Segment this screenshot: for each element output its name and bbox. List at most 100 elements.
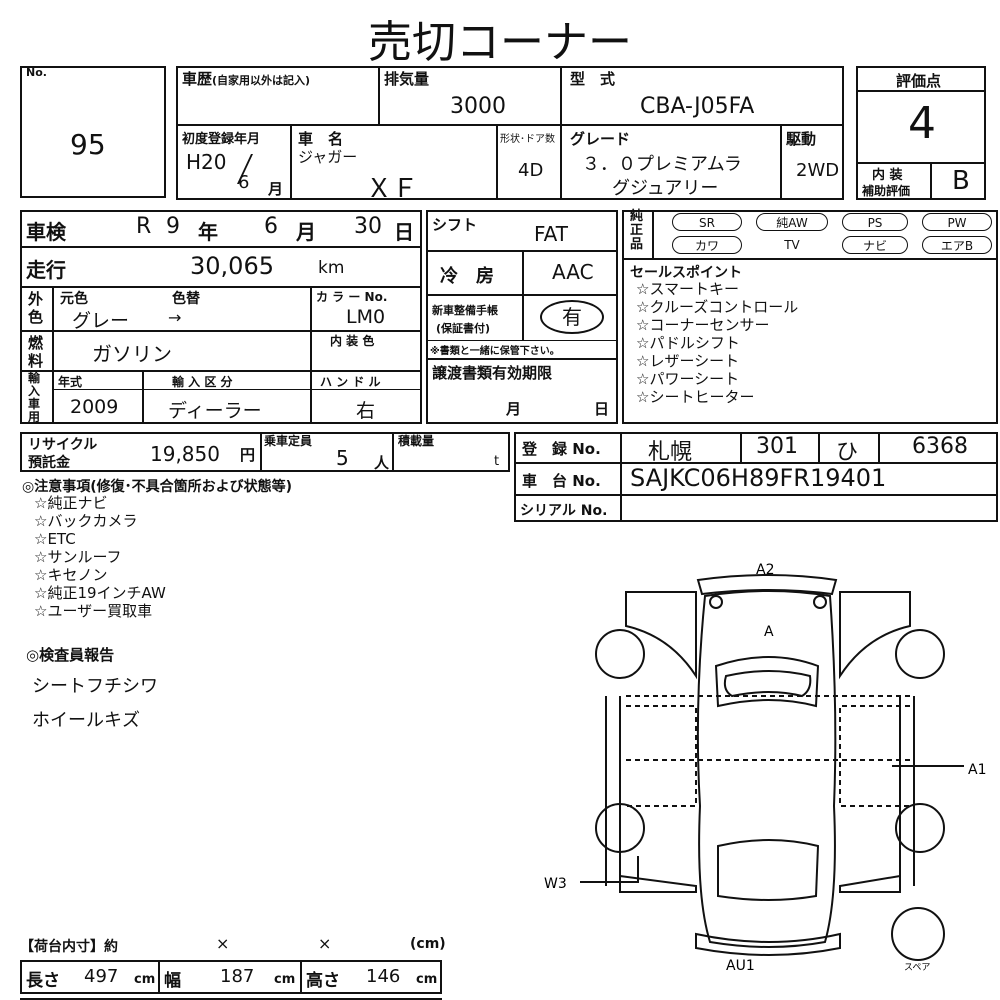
list-item: ☆パドルシフト (636, 334, 740, 352)
registration-city: 札幌 (648, 440, 693, 465)
inspection-day-unit: 日 (394, 220, 414, 244)
shift-box (426, 210, 618, 424)
vehicle-info-box (176, 66, 844, 200)
inspector-item: シートフチシワ (32, 676, 158, 697)
list-item: ☆サンルーフ (34, 548, 122, 566)
inspection-month: 6 (264, 214, 278, 239)
warranty-label1: 新車整備手帳 (432, 304, 498, 317)
handle-value: 右 (356, 400, 376, 422)
length-label: 長さ (26, 971, 60, 991)
equipment-airbag: エアB (922, 236, 992, 254)
warranty-label2: (保証書付) (436, 322, 491, 335)
score-label: 評価点 (896, 72, 942, 90)
serial-label: シリアル No. (520, 503, 608, 519)
list-item: ☆ETC (34, 530, 76, 548)
car-name-label: 車 名 (298, 130, 344, 148)
fuel-value: ガソリン (92, 342, 172, 366)
list-item: ☆レザーシート (636, 352, 740, 370)
mark-a: A (764, 624, 774, 640)
grade-line2: グジュアリー (612, 178, 719, 199)
equipment-tv: TV (784, 238, 800, 252)
width-unit: cm (274, 972, 296, 987)
first-reg-month-unit: 月 (268, 180, 284, 198)
color-change-label: 色替 (172, 291, 200, 307)
equipment-label-1: 純 (630, 209, 644, 224)
inspection-label: 車検 (26, 220, 66, 244)
spare-label: スペア (904, 963, 930, 973)
color-side-label1: 外 (28, 290, 44, 308)
doors-label: 形状･ドア数 (500, 134, 555, 145)
list-item: ☆純正ナビ (34, 494, 108, 512)
transfer-day: 日 (594, 400, 610, 418)
import-year-value: 2009 (70, 396, 119, 418)
equipment-label-3: 品 (630, 237, 644, 252)
registration-kana: ひ (836, 440, 859, 465)
fuel-label2: 料 (28, 352, 44, 370)
inspection-box (20, 210, 422, 424)
import-side-1: 輸 (28, 371, 41, 385)
warranty-note: ※書類と一緒に保管下さい。 (430, 346, 560, 357)
equipment-leather: カワ (672, 236, 742, 254)
list-item: ☆スマートキー (636, 280, 739, 298)
grade-line1: ３．０プレミアムラ (582, 154, 742, 175)
notes-label: ◎注意事項(修復･不具合箇所および状態等) (22, 479, 293, 495)
length-unit: cm (134, 972, 156, 987)
score-box (856, 66, 986, 200)
recycle-label1: リサイクル (28, 437, 98, 453)
score-value: 4 (908, 98, 936, 149)
color-orig-label: 元色 (60, 291, 88, 307)
registration-label: 登 録 No. (522, 440, 601, 458)
mark-a1: A1 (968, 762, 986, 778)
recycle-label2: 預託金 (28, 455, 70, 471)
mark-au1: AU1 (726, 958, 755, 974)
list-item: ☆クルーズコントロール (636, 298, 799, 316)
recycle-unit: 円 (240, 446, 256, 464)
first-reg-month: 6 (238, 172, 250, 193)
list-item: ☆バックカメラ (34, 512, 138, 530)
import-side-4: 用 (28, 410, 41, 424)
sales-points-label: セールスポイント (630, 265, 742, 281)
chassis-label: 車 台 No. (522, 472, 601, 490)
displacement-label: 排気量 (384, 70, 430, 88)
mileage-label: 走行 (26, 258, 66, 282)
inspector-label: ◎検査員報告 (26, 646, 115, 664)
mileage-value: 30,065 (190, 252, 274, 280)
height-value: 146 (366, 966, 401, 987)
equipment-sunroof: SR (672, 213, 742, 231)
list-item: ☆シートヒーター (636, 388, 755, 406)
size-box (20, 960, 442, 994)
list-item: ☆パワーシート (636, 370, 740, 388)
lot-label: No. (26, 66, 47, 79)
model-type-value: CBA-J05FA (640, 94, 755, 119)
ac-value: AAC (552, 260, 594, 284)
drive-value: 2WD (796, 160, 840, 181)
inspection-month-unit: 月 (296, 220, 316, 244)
lot-box (20, 66, 166, 198)
interior-score-label1: 内 装 (872, 168, 903, 183)
lot-number: 95 (70, 128, 106, 161)
notes-list: ☆純正ナビ ☆バックカメラ ☆ETC ☆サンルーフ ☆キセノン ☆純正19インチ… (34, 494, 166, 620)
list-item: ☆ユーザー買取車 (34, 602, 153, 620)
equipment-box (622, 210, 998, 424)
transfer-label: 譲渡書類有効期限 (432, 364, 553, 382)
grade-label: グレード (570, 130, 631, 148)
shift-value: FAT (534, 222, 569, 246)
cargo-x2: × (318, 934, 332, 953)
cargo-unit: (cm) (410, 936, 446, 952)
height-unit: cm (416, 972, 438, 987)
color-code: LM0 (346, 306, 386, 328)
warranty-value: 有 (540, 300, 604, 334)
color-arrow: → (168, 308, 182, 327)
history-label: 車歴(自家用以外は記入) (182, 70, 311, 88)
registration-box (514, 432, 998, 522)
list-item: ☆純正19インチAW (34, 584, 166, 602)
import-side-3: 車 (28, 397, 41, 411)
inspection-year-unit: 年 (198, 220, 218, 244)
mileage-unit: km (318, 258, 345, 278)
list-item: ☆キセノン (34, 566, 108, 584)
import-year-label: 年式 (58, 375, 83, 389)
color-value: グレー (72, 310, 130, 332)
load-unit: t (494, 454, 500, 469)
inspector-item: ホイールキズ (32, 710, 140, 731)
car-maker: ジャガー (298, 148, 358, 166)
